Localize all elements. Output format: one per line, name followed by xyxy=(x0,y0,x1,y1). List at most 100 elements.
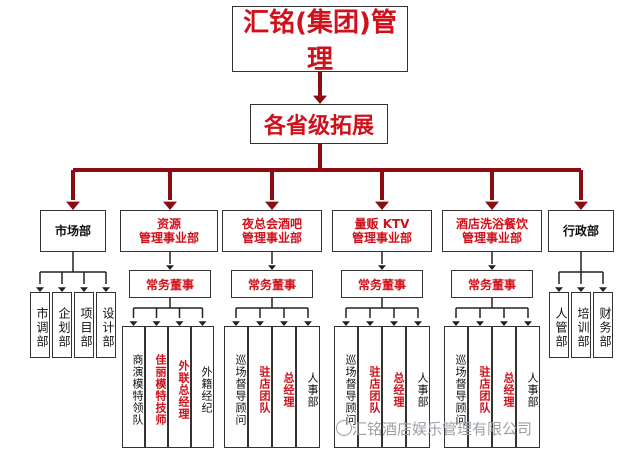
sub-arrow xyxy=(198,321,207,326)
sub-unit-label: 佳丽模特技师 xyxy=(154,354,167,426)
sub-unit-label: 总经理 xyxy=(502,372,515,408)
department-name-line2: 管理事业部 xyxy=(461,231,522,245)
sub-arrow xyxy=(524,321,532,326)
department-box: 酒店洗浴餐饮管理事业部 xyxy=(442,210,542,252)
sub-unit-label: 驻店团队 xyxy=(258,366,271,414)
sub-unit-box: 财务部 xyxy=(593,292,613,358)
sub-unit-label: 外联总经理 xyxy=(177,360,190,420)
director-arrow xyxy=(166,265,174,270)
province-box: 各省级拓展 xyxy=(250,104,388,144)
sub-unit-box: 巡场督导顾问 xyxy=(224,326,248,448)
sub-unit-box: 总经理 xyxy=(492,326,516,448)
sub-unit-label: 财务部 xyxy=(598,307,612,349)
department-name: 酒店洗浴餐饮 xyxy=(455,217,528,231)
sub-unit-label: 市调部 xyxy=(35,307,49,349)
director-box: 常务董事 xyxy=(451,270,533,298)
sub-unit-box: 人事部 xyxy=(406,326,430,448)
sub-unit-box: 驻店团队 xyxy=(468,326,492,448)
group-title-box: 汇铭(集团)管理 xyxy=(232,6,408,75)
director-arrow xyxy=(268,265,276,270)
sub-unit-box: 总经理 xyxy=(272,326,296,448)
director-box: 常务董事 xyxy=(341,270,423,298)
department-box: 夜总会酒吧管理事业部 xyxy=(222,210,322,252)
sub-unit-label: 企划部 xyxy=(57,307,71,349)
sub-arrow xyxy=(414,321,422,326)
director-label: 常务董事 xyxy=(145,277,194,292)
sub-arrow xyxy=(304,321,312,326)
sub-arrow xyxy=(232,321,240,326)
sub-arrow xyxy=(129,321,138,326)
sub-unit-box: 佳丽模特技师 xyxy=(145,326,168,448)
sub-arrow xyxy=(577,287,585,292)
dept-arrow xyxy=(485,201,499,210)
director-arrow xyxy=(378,265,386,270)
sub-arrow xyxy=(476,321,484,326)
sub-unit-label: 驻店团队 xyxy=(478,366,491,414)
dept-arrow xyxy=(163,201,177,210)
department-name: 夜总会酒吧 xyxy=(241,217,302,231)
dept-arrow xyxy=(265,201,279,210)
department-name-line2: 管理事业部 xyxy=(241,231,302,245)
department-name-line2: 管理事业部 xyxy=(138,231,199,245)
sub-unit-box: 巡场督导顾问 xyxy=(444,326,468,448)
director-box: 常务董事 xyxy=(129,270,211,298)
director-label: 常务董事 xyxy=(357,277,406,292)
director-arrow xyxy=(488,265,496,270)
sub-unit-box: 人事部 xyxy=(516,326,540,448)
department-box: 资源管理事业部 xyxy=(120,210,218,252)
sub-unit-label: 总经理 xyxy=(392,372,405,408)
dept-arrow xyxy=(574,201,588,210)
sub-unit-box: 总经理 xyxy=(382,326,406,448)
department-name: 行政部 xyxy=(562,224,599,238)
sub-unit-box: 人事部 xyxy=(296,326,320,448)
sub-arrow xyxy=(390,321,398,326)
sub-unit-label: 驻店团队 xyxy=(368,366,381,414)
department-name: 资源 xyxy=(156,217,181,231)
department-name-line2: 管理事业部 xyxy=(351,231,412,245)
sub-unit-label: 巡场督导顾问 xyxy=(454,354,467,426)
sub-arrow xyxy=(280,321,288,326)
director-label: 常务董事 xyxy=(467,277,516,292)
sub-unit-label: 人事部 xyxy=(526,372,539,408)
wechat-icon xyxy=(336,420,352,436)
sub-arrow xyxy=(599,287,607,292)
sub-unit-label: 培训部 xyxy=(576,307,590,349)
sub-unit-box: 人管部 xyxy=(549,292,569,358)
sub-unit-label: 商演模特领队 xyxy=(131,354,144,426)
sub-arrow xyxy=(256,321,264,326)
province-arrow xyxy=(313,95,327,104)
dept-arrow xyxy=(375,201,389,210)
sub-arrow xyxy=(80,287,88,292)
sub-unit-label: 外籍经纪 xyxy=(200,366,213,414)
sub-arrow xyxy=(152,321,161,326)
sub-arrow xyxy=(102,287,110,292)
director-box: 常务董事 xyxy=(231,270,313,298)
department-box: 市场部 xyxy=(40,210,106,252)
dept-arrow xyxy=(66,201,80,210)
sub-unit-box: 商演模特领队 xyxy=(122,326,145,448)
sub-unit-box: 培训部 xyxy=(571,292,591,358)
department-name: 市场部 xyxy=(54,224,91,238)
sub-arrow xyxy=(342,321,350,326)
sub-arrow xyxy=(175,321,184,326)
sub-unit-box: 驻店团队 xyxy=(358,326,382,448)
sub-unit-box: 驻店团队 xyxy=(248,326,272,448)
sub-unit-label: 人事部 xyxy=(306,372,319,408)
sub-unit-box: 外籍经纪 xyxy=(191,326,214,448)
sub-arrow xyxy=(366,321,374,326)
department-name: 量贩 KTV xyxy=(354,217,410,231)
sub-arrow xyxy=(36,287,44,292)
director-label: 常务董事 xyxy=(247,277,296,292)
sub-unit-label: 巡场督导顾问 xyxy=(234,354,247,426)
sub-arrow xyxy=(58,287,66,292)
sub-unit-label: 设计部 xyxy=(101,307,115,349)
watermark: 汇铭酒店娱乐管理有限公司 xyxy=(352,420,533,438)
sub-unit-box: 设计部 xyxy=(96,292,116,358)
sub-unit-box: 项目部 xyxy=(74,292,94,358)
sub-unit-box: 企划部 xyxy=(52,292,72,358)
sub-arrow xyxy=(555,287,563,292)
department-box: 行政部 xyxy=(548,210,614,252)
